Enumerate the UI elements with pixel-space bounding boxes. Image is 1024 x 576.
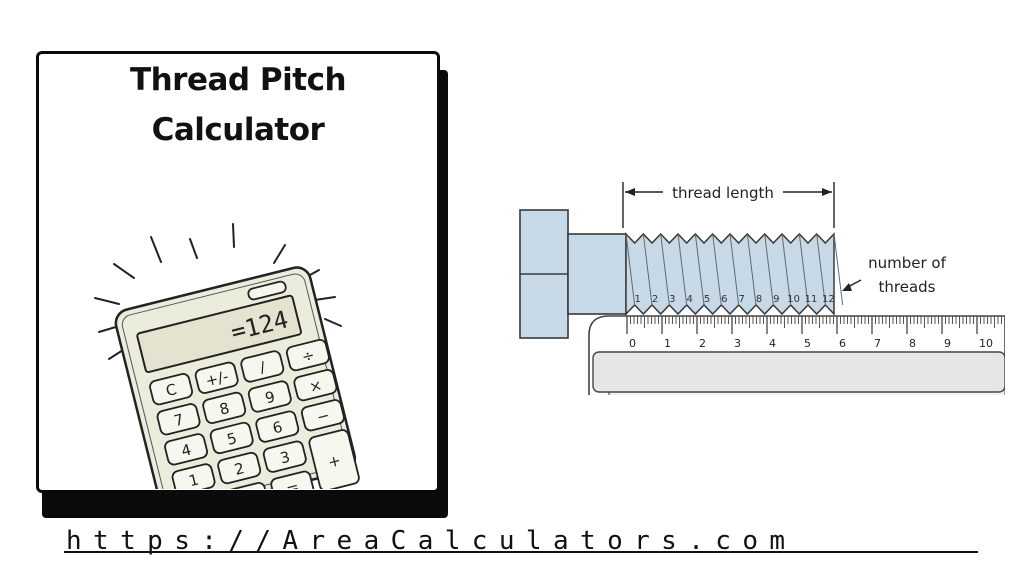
thread-number: 12 — [822, 294, 835, 305]
sparkle-lines — [94, 223, 342, 360]
threaded-section — [625, 232, 835, 316]
ruler-number: 4 — [769, 337, 776, 350]
ruler-number: 1 — [664, 337, 671, 350]
ruler-number: 5 — [804, 337, 811, 350]
calculator-key-label: C — [164, 380, 179, 400]
calculator-key: − — [300, 399, 345, 432]
ruler-window — [592, 351, 1005, 393]
calculator-key: + — [308, 429, 360, 489]
ruler-numbers: 0 1 2 3 4 5 6 7 8 9 10 — [629, 337, 993, 350]
card-title-line-1: Thread Pitch — [129, 62, 347, 98]
calculator-key-label: + — [326, 451, 343, 472]
calculator-key: = — [270, 470, 315, 489]
calculator-illustration: =124 C+/-/÷789×456−123+0= — [94, 223, 360, 489]
thread-number: 11 — [805, 294, 818, 305]
thread-lines — [625, 233, 844, 306]
calculator-key-label: 8 — [218, 399, 232, 419]
solar-panel — [247, 280, 287, 301]
ruler-number: 8 — [909, 337, 916, 350]
thread-number: 10 — [787, 294, 800, 305]
calculator-key-label: 3 — [278, 448, 292, 468]
calculator-key-label: 7 — [172, 410, 186, 430]
thread-number: 5 — [704, 294, 710, 305]
calculator-key: 2 — [217, 451, 262, 485]
url-underline — [64, 551, 978, 553]
ruler-number: 9 — [944, 337, 951, 350]
ruler-number: 3 — [734, 337, 741, 350]
callout-line-2: threads — [879, 278, 936, 296]
ruler-number: 10 — [979, 337, 993, 350]
ruler-number: 2 — [699, 337, 706, 350]
thread-number: 4 — [686, 294, 692, 305]
thread-number: 2 — [652, 294, 658, 305]
calculator-key: × — [293, 369, 338, 402]
ruler-number: 0 — [629, 337, 636, 350]
calculator-key: 5 — [209, 421, 254, 455]
calculator-display — [136, 294, 302, 374]
thread-length-label: thread length — [672, 184, 774, 202]
thread-number: 3 — [669, 294, 675, 305]
calculator-key: / — [240, 350, 285, 383]
calculator-key: +/- — [194, 361, 239, 394]
calculator-key-label: ÷ — [300, 346, 317, 367]
calculator-key: 1 — [171, 463, 216, 489]
calculator-key: C — [149, 373, 194, 406]
keypad: C+/-/÷789×456−123+0= — [149, 338, 360, 489]
calculator-key: ÷ — [285, 338, 330, 372]
ruler-ticks — [626, 316, 1002, 334]
card-title-line-2: Calculator — [151, 112, 325, 148]
bolt-shank — [567, 233, 627, 315]
title-card: Thread Pitch Calculator — [36, 51, 440, 493]
calculator-key: 9 — [247, 380, 292, 413]
calculator-key: 3 — [262, 440, 307, 473]
calculator-key-label: × — [307, 376, 324, 397]
calculator-key-label: − — [315, 406, 332, 427]
thread-number: 8 — [756, 294, 762, 305]
calculator-key-label: 2 — [233, 459, 247, 479]
thread-number: 1 — [634, 294, 640, 305]
calculator-key-label: 9 — [263, 388, 277, 408]
thread-number: 6 — [721, 294, 727, 305]
calculator-key: 7 — [156, 403, 201, 436]
calculator-key-label: / — [258, 358, 268, 377]
calculator-key-label: 1 — [187, 471, 201, 489]
ruler-number: 7 — [874, 337, 881, 350]
calculator-key-label: +/- — [204, 367, 231, 390]
callout-line-1: number of — [868, 254, 946, 272]
thread-number: 9 — [773, 294, 779, 305]
calculator-key-label: 5 — [225, 429, 239, 449]
calculator-key: 8 — [202, 391, 247, 424]
calculator-key-label: 4 — [180, 440, 194, 460]
thread-number: 7 — [738, 294, 744, 305]
calculator-key: 6 — [255, 410, 300, 443]
website-url: https://AreaCalculators.com — [66, 526, 797, 556]
calculator-key: 4 — [164, 433, 209, 466]
calculator-key-label: = — [284, 477, 301, 489]
ruler-number: 6 — [839, 337, 846, 350]
calculator-key-label: 6 — [271, 418, 285, 438]
